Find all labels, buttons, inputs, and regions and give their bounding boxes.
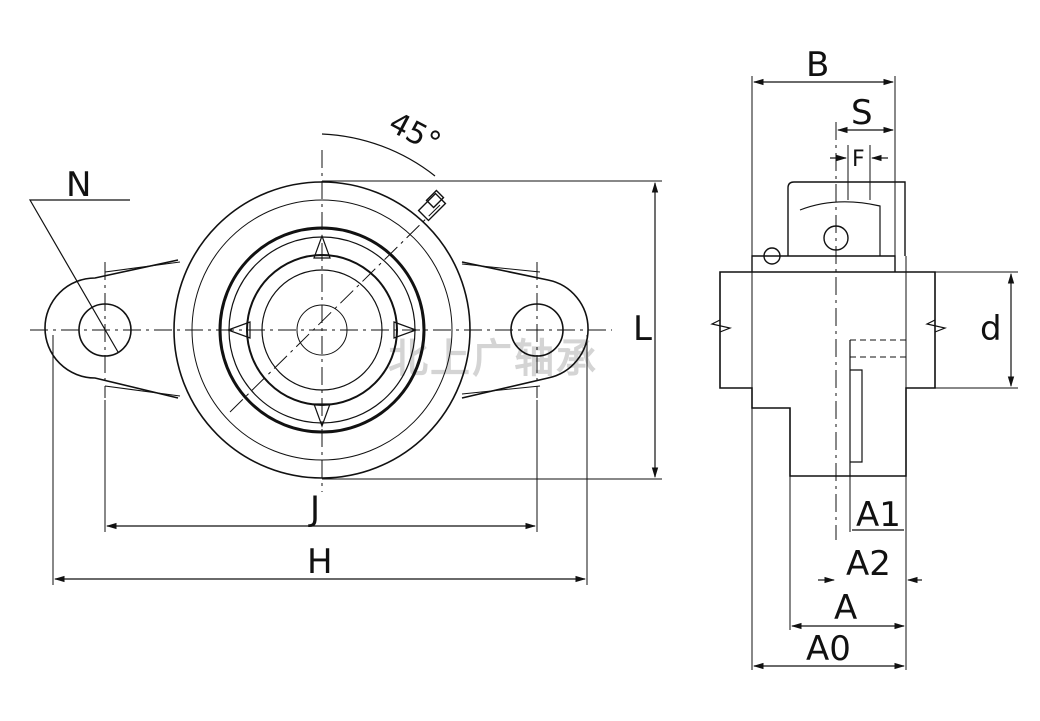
center-lines <box>30 150 612 492</box>
label-h: H <box>307 542 333 582</box>
label-a: A <box>834 588 857 628</box>
label-a1: A1 <box>856 495 901 535</box>
label-b: B <box>806 45 829 85</box>
setscrew-head <box>763 247 781 265</box>
angle-arc <box>321 133 436 177</box>
flange-inner-edge <box>104 261 541 397</box>
label-a0: A0 <box>806 629 851 669</box>
label-a2: A2 <box>846 544 891 584</box>
front-view <box>28 133 662 585</box>
label-l: L <box>633 309 652 349</box>
grease-nipple <box>417 189 447 222</box>
slot <box>850 369 863 463</box>
n-leader <box>28 199 130 353</box>
bearing-cap <box>799 201 881 256</box>
side-view <box>710 76 1018 670</box>
break-left <box>710 319 733 333</box>
label-angle: 45° <box>383 105 446 161</box>
label-s: S <box>851 93 873 133</box>
label-n: N <box>66 165 91 205</box>
bearing-housing-top <box>787 181 906 256</box>
label-j: J <box>308 489 320 529</box>
label-d: d <box>980 309 1002 349</box>
break-right <box>925 319 948 333</box>
label-f: F <box>852 147 865 172</box>
